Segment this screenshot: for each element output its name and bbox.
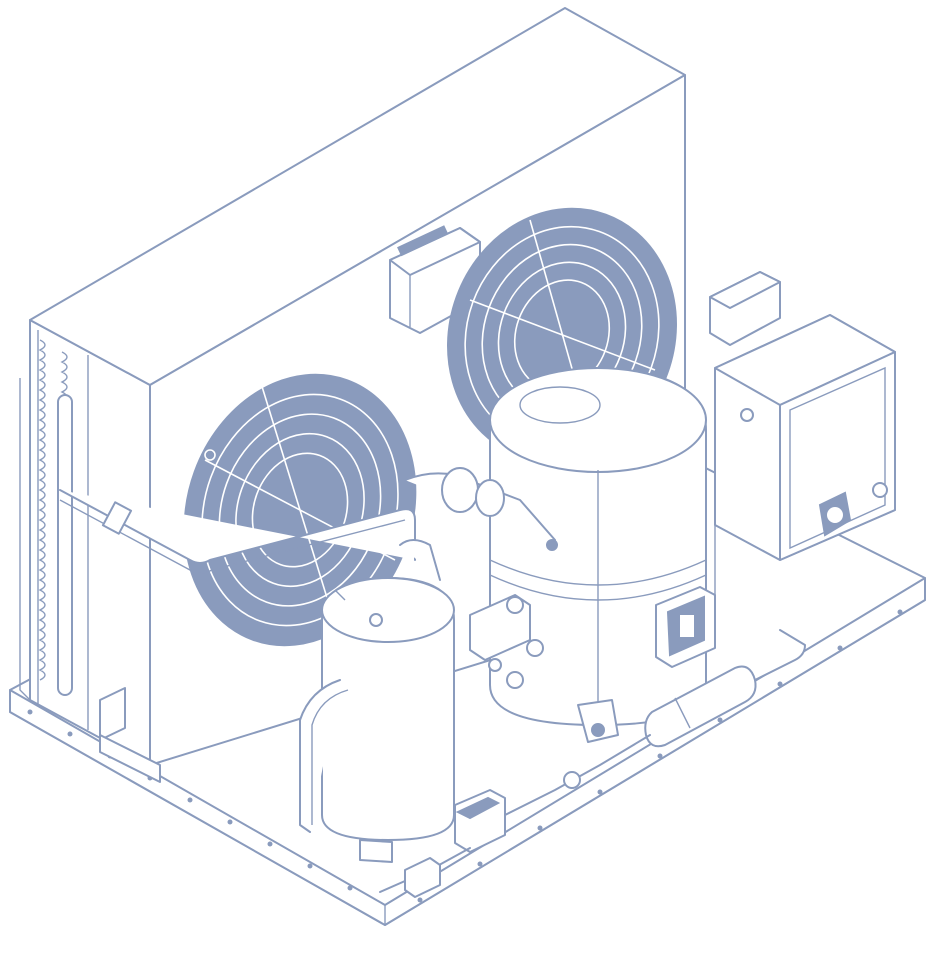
suction-pipe	[404, 467, 558, 551]
receiver-icon	[321, 577, 455, 863]
control-box-icon	[714, 314, 896, 605]
condenser-coil	[19, 319, 151, 766]
coil-bracket	[99, 687, 161, 783]
filter-drier-icon	[479, 629, 806, 826]
liquid-pipe	[299, 539, 441, 833]
solenoid-valve-icon	[379, 789, 506, 898]
pipe-line	[59, 489, 416, 574]
valve-icon	[469, 594, 544, 689]
compressor-icon	[489, 367, 707, 743]
pressure-switch-icon	[709, 271, 781, 346]
terminal-box-icon	[655, 586, 716, 668]
